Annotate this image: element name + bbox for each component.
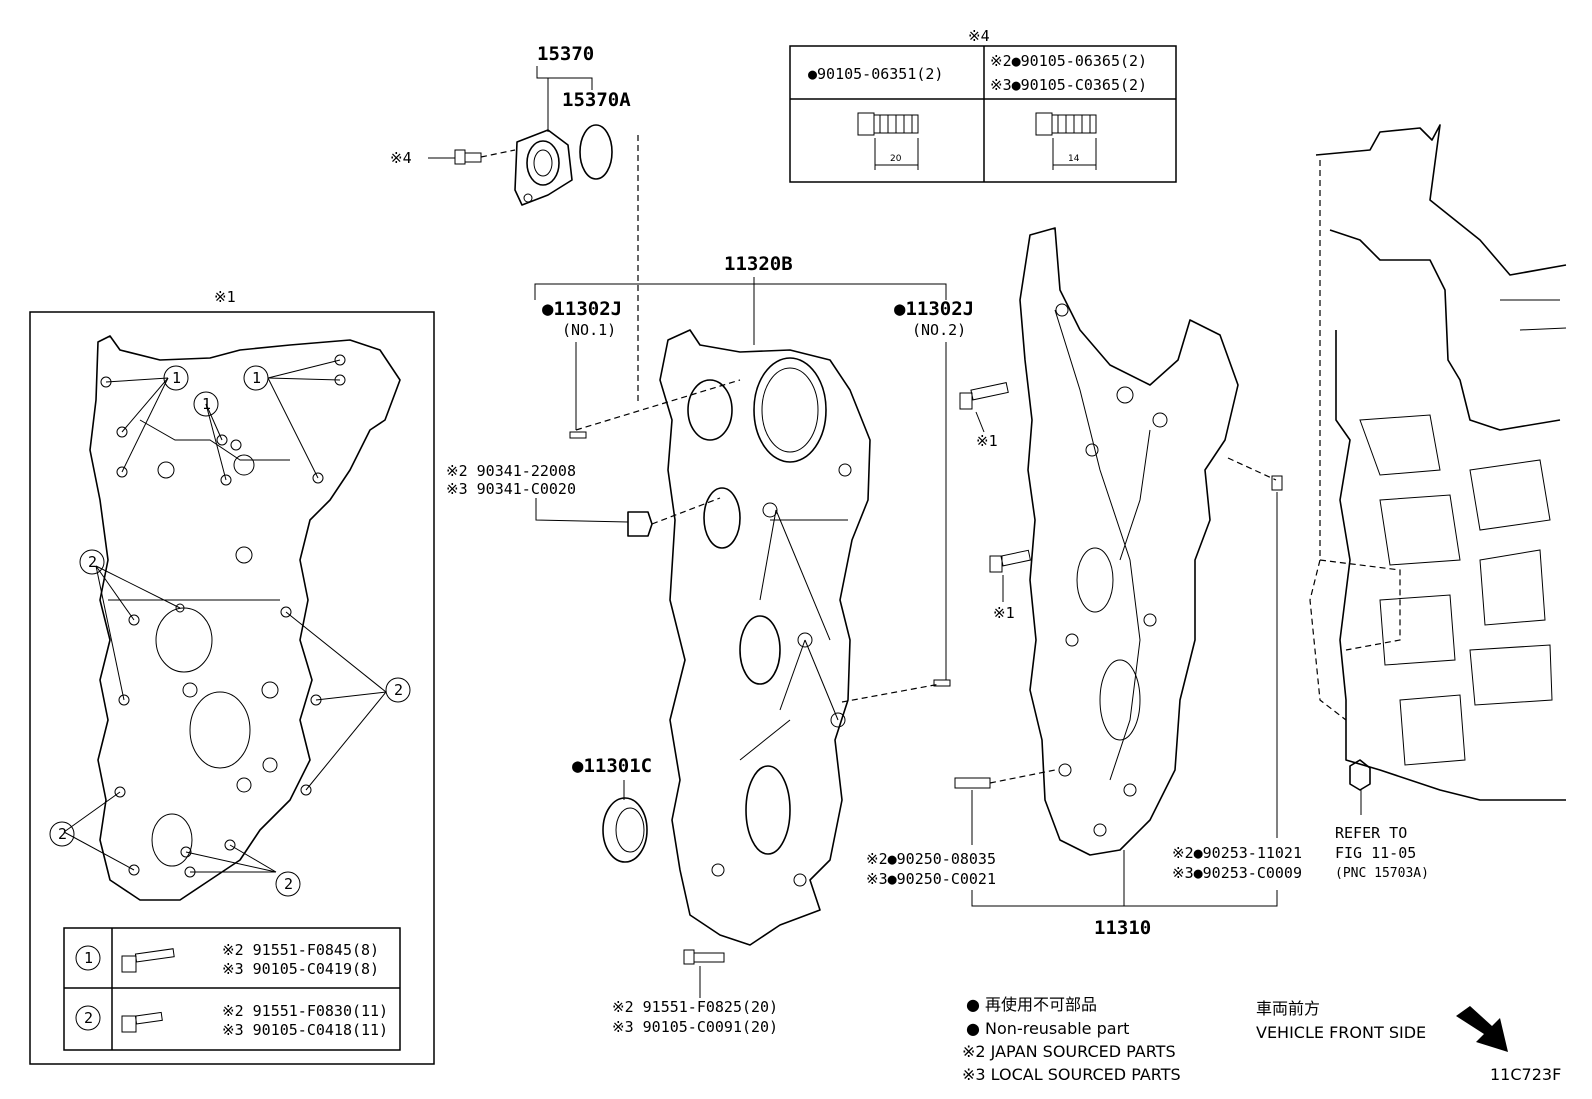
callout-bolt-note4: ※4 <box>390 149 412 167</box>
inset-bolt-2-icon <box>121 1011 163 1033</box>
engine-block-icon: REFER TO FIG 11-05 (PNC 15703A) <box>1309 124 1567 881</box>
cover-outline-icon <box>89 335 401 901</box>
dowel-pin-no1-icon <box>569 431 587 439</box>
refer-line-3: (PNC 15703A) <box>1335 866 1429 881</box>
inset-row2-number: 2 <box>84 1009 93 1027</box>
bolt-table-left-part: ●90105-06351(2) <box>808 65 943 83</box>
bolt-table-right-jp: ※2●90105-06365(2) <box>990 52 1147 70</box>
svg-text:1: 1 <box>252 369 261 387</box>
refer-line-2: FIG 11-05 <box>1335 844 1416 862</box>
legend-nonreusable-en: ● Non-reusable part <box>966 1019 1129 1038</box>
bottom-bolt-icon <box>683 949 725 965</box>
svg-text:2: 2 <box>88 553 97 571</box>
inset-row1-local: ※3 90105-C0419(8) <box>222 960 379 978</box>
front-arrow-icon <box>1456 1006 1508 1052</box>
bolt-table-header: ※4 <box>968 27 990 45</box>
o-ring-icon <box>579 124 613 180</box>
callout-15370a: 15370A <box>562 89 631 111</box>
callout-11310: 11310 <box>1094 917 1151 939</box>
case-bolt-lower-icon <box>989 549 1032 573</box>
callout-11320b: 11320B <box>724 253 793 275</box>
callout-dowel-left-local: ※3●90250-C0021 <box>866 870 996 888</box>
callout-bolt1-upper: ※1 <box>976 432 998 450</box>
svg-text:1: 1 <box>202 395 211 413</box>
marker-1-icon: 1 1 1 <box>163 365 269 417</box>
svg-text:2: 2 <box>58 825 67 843</box>
callout-bottom-bolt-local: ※3 90105-C0091(20) <box>612 1018 778 1036</box>
legend-front-en: VEHICLE FRONT SIDE <box>1256 1023 1426 1042</box>
refer-line-1: REFER TO <box>1335 824 1407 842</box>
plug-icon <box>627 511 653 537</box>
diagram-code: 11C723F <box>1490 1065 1561 1084</box>
bolt-14-length: 14 <box>1068 154 1080 164</box>
svg-text:1: 1 <box>172 369 181 387</box>
svg-text:2: 2 <box>394 681 403 699</box>
small-bolt-icon <box>454 149 482 165</box>
bolt-20mm-icon: 20 <box>857 112 919 170</box>
callout-dowel-right-jp: ※2●90253-11021 <box>1172 844 1302 862</box>
timing-case-group: ※1 ※1 ※2●90250-08035 ※3●90250-C0021 ※2●9… <box>866 227 1302 939</box>
case-bolt-upper-icon <box>959 382 1009 410</box>
bolt-14mm-icon: 14 <box>1035 112 1097 170</box>
bolt-location-inset: ※1 <box>29 288 435 1065</box>
legend-front-jp: 車両前方 <box>1256 999 1320 1018</box>
callout-pin-no2-sub: (NO.2) <box>912 321 966 339</box>
inset-bolt-1-icon <box>121 948 175 973</box>
callout-plug-jp: ※2 90341-22008 <box>446 462 576 480</box>
refer-plug-icon <box>1349 759 1371 791</box>
legend-local: ※3 LOCAL SOURCED PARTS <box>962 1065 1181 1084</box>
dowel-pin-no2-icon <box>933 679 951 687</box>
callout-pin-no2: ●11302J <box>894 298 974 320</box>
dowel-right-icon <box>1271 475 1283 491</box>
bolt-table-right-local: ※3●90105-C0365(2) <box>990 76 1147 94</box>
timing-chain-cover-icon <box>659 329 871 946</box>
callout-dowel-left-jp: ※2●90250-08035 <box>866 850 996 868</box>
inset-row2-local: ※3 90105-C0418(11) <box>222 1021 388 1039</box>
bolt-20-length: 20 <box>890 154 902 164</box>
inset-header: ※1 <box>214 288 236 306</box>
callout-pin-no1-sub: (NO.1) <box>562 321 616 339</box>
callout-dowel-right-local: ※3●90253-C0009 <box>1172 864 1302 882</box>
bolt-spec-table: ※4 ●90105-06351(2) ※2●90105-06365(2) ※3●… <box>789 27 1177 183</box>
callout-oil-seal: ●11301C <box>572 755 652 777</box>
callout-pin-no1: ●11302J <box>542 298 622 320</box>
dowel-left-icon <box>954 777 991 789</box>
callout-15370: 15370 <box>537 43 594 65</box>
oil-control-valve-icon <box>514 129 573 206</box>
callout-bolt1-lower: ※1 <box>993 604 1015 622</box>
legend-nonreusable-jp: ● 再使用不可部品 <box>966 995 1097 1014</box>
inset-row1-jp: ※2 91551-F0845(8) <box>222 941 379 959</box>
legend: ● 再使用不可部品 ● Non-reusable part ※2 JAPAN S… <box>962 995 1561 1084</box>
inset-row2-jp: ※2 91551-F0830(11) <box>222 1002 388 1020</box>
inset-row1-number: 1 <box>84 949 93 967</box>
callout-plug-local: ※3 90341-C0020 <box>446 480 576 498</box>
marker-2-icon: 2 2 2 2 <box>49 549 411 897</box>
timing-case-icon <box>1019 227 1239 856</box>
inset-bolt-table: 1 2 ※2 91551-F0845(8) ※3 90105-C0419(8) … <box>63 927 401 1051</box>
svg-text:2: 2 <box>284 875 293 893</box>
callout-bottom-bolt-jp: ※2 91551-F0825(20) <box>612 998 778 1016</box>
timing-cover-group: 11320B ●11302J (NO.1) ●11302J (NO.2) <box>446 253 974 1036</box>
oil-seal-icon <box>602 797 648 863</box>
legend-japan: ※2 JAPAN SOURCED PARTS <box>962 1042 1176 1061</box>
oil-control-valve-group: 15370 15370A ※4 <box>390 43 639 405</box>
